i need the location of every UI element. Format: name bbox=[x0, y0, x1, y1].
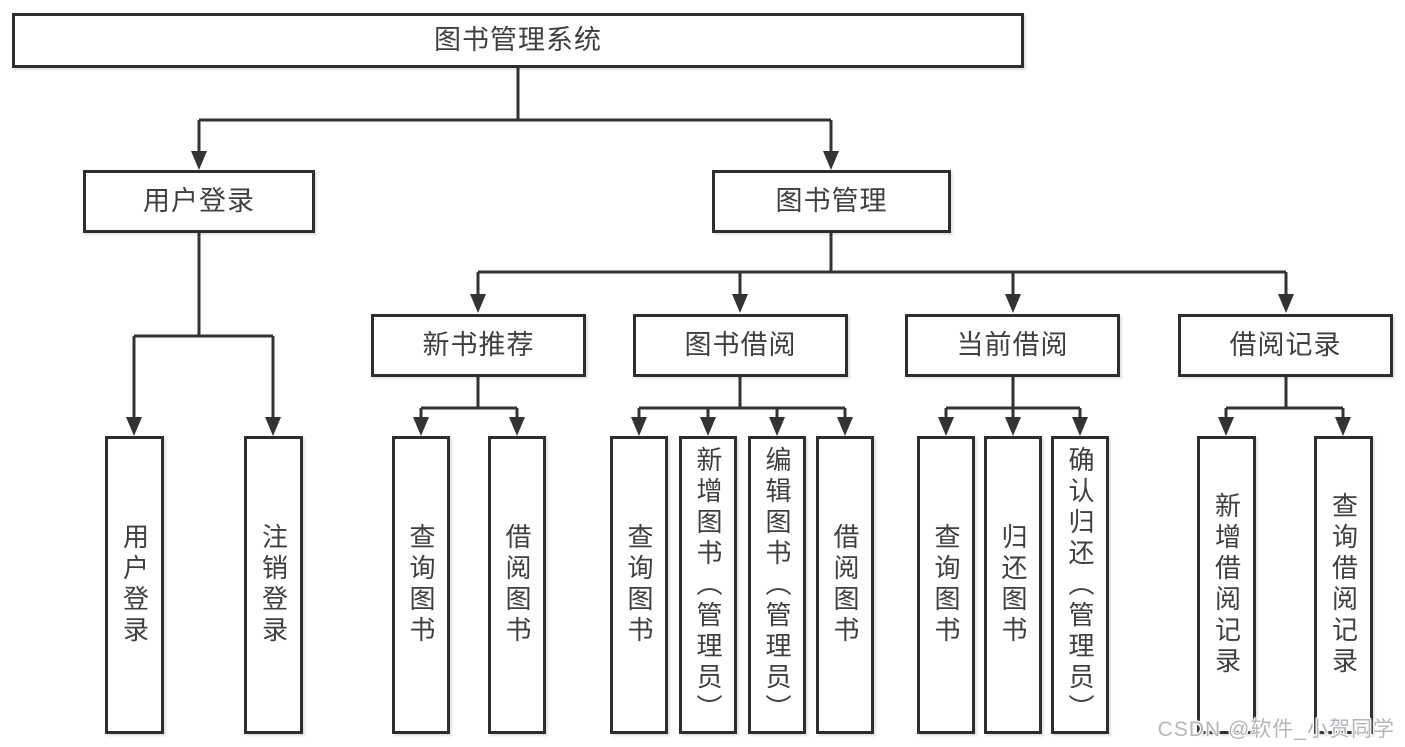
node-book-management: 图书管理 bbox=[712, 170, 951, 233]
node-borrowing-records: 借阅记录 bbox=[1178, 314, 1393, 377]
leaf-add-books-admin: 新增图书（管理员） bbox=[679, 436, 737, 734]
leaf-edit-books-admin: 编辑图书（管理员） bbox=[748, 436, 806, 734]
node-book-borrowing-label: 图书借阅 bbox=[684, 330, 797, 360]
node-current-borrowing-label: 当前借阅 bbox=[956, 330, 1069, 360]
node-new-book-recommend-label: 新书推荐 bbox=[422, 330, 535, 360]
leaf-confirm-return-admin: 确认归还（管理员） bbox=[1051, 436, 1109, 734]
leaf-return-books: 归还图书 bbox=[984, 436, 1042, 734]
leaf-borrow-books-recommend: 借阅图书 bbox=[488, 436, 546, 734]
leaf-query-books-borrowing: 查询图书 bbox=[610, 436, 668, 734]
watermark: CSDN @软件_小贺同学 bbox=[1157, 718, 1395, 741]
leaf-logout: 注销登录 bbox=[244, 436, 303, 734]
node-book-borrowing: 图书借阅 bbox=[633, 314, 848, 377]
leaf-query-borrow-record: 查询借阅记录 bbox=[1314, 436, 1373, 734]
leaf-query-books-recommend: 查询图书 bbox=[392, 436, 450, 734]
node-book-management-label: 图书管理 bbox=[775, 186, 888, 216]
node-user-login: 用户登录 bbox=[83, 170, 315, 233]
node-user-login-label: 用户登录 bbox=[143, 186, 255, 216]
node-current-borrowing: 当前借阅 bbox=[905, 314, 1120, 377]
tree-edges bbox=[132, 68, 1345, 419]
leaf-user-login: 用户登录 bbox=[105, 436, 164, 734]
node-root: 图书管理系统 bbox=[12, 13, 1024, 68]
leaf-add-borrow-record: 新增借阅记录 bbox=[1197, 436, 1256, 734]
leaf-query-books-current: 查询图书 bbox=[917, 436, 975, 734]
node-root-label: 图书管理系统 bbox=[434, 25, 602, 55]
node-borrowing-records-label: 借阅记录 bbox=[1229, 330, 1342, 360]
node-new-book-recommend: 新书推荐 bbox=[371, 314, 586, 377]
leaf-borrow-books: 借阅图书 bbox=[816, 436, 874, 734]
